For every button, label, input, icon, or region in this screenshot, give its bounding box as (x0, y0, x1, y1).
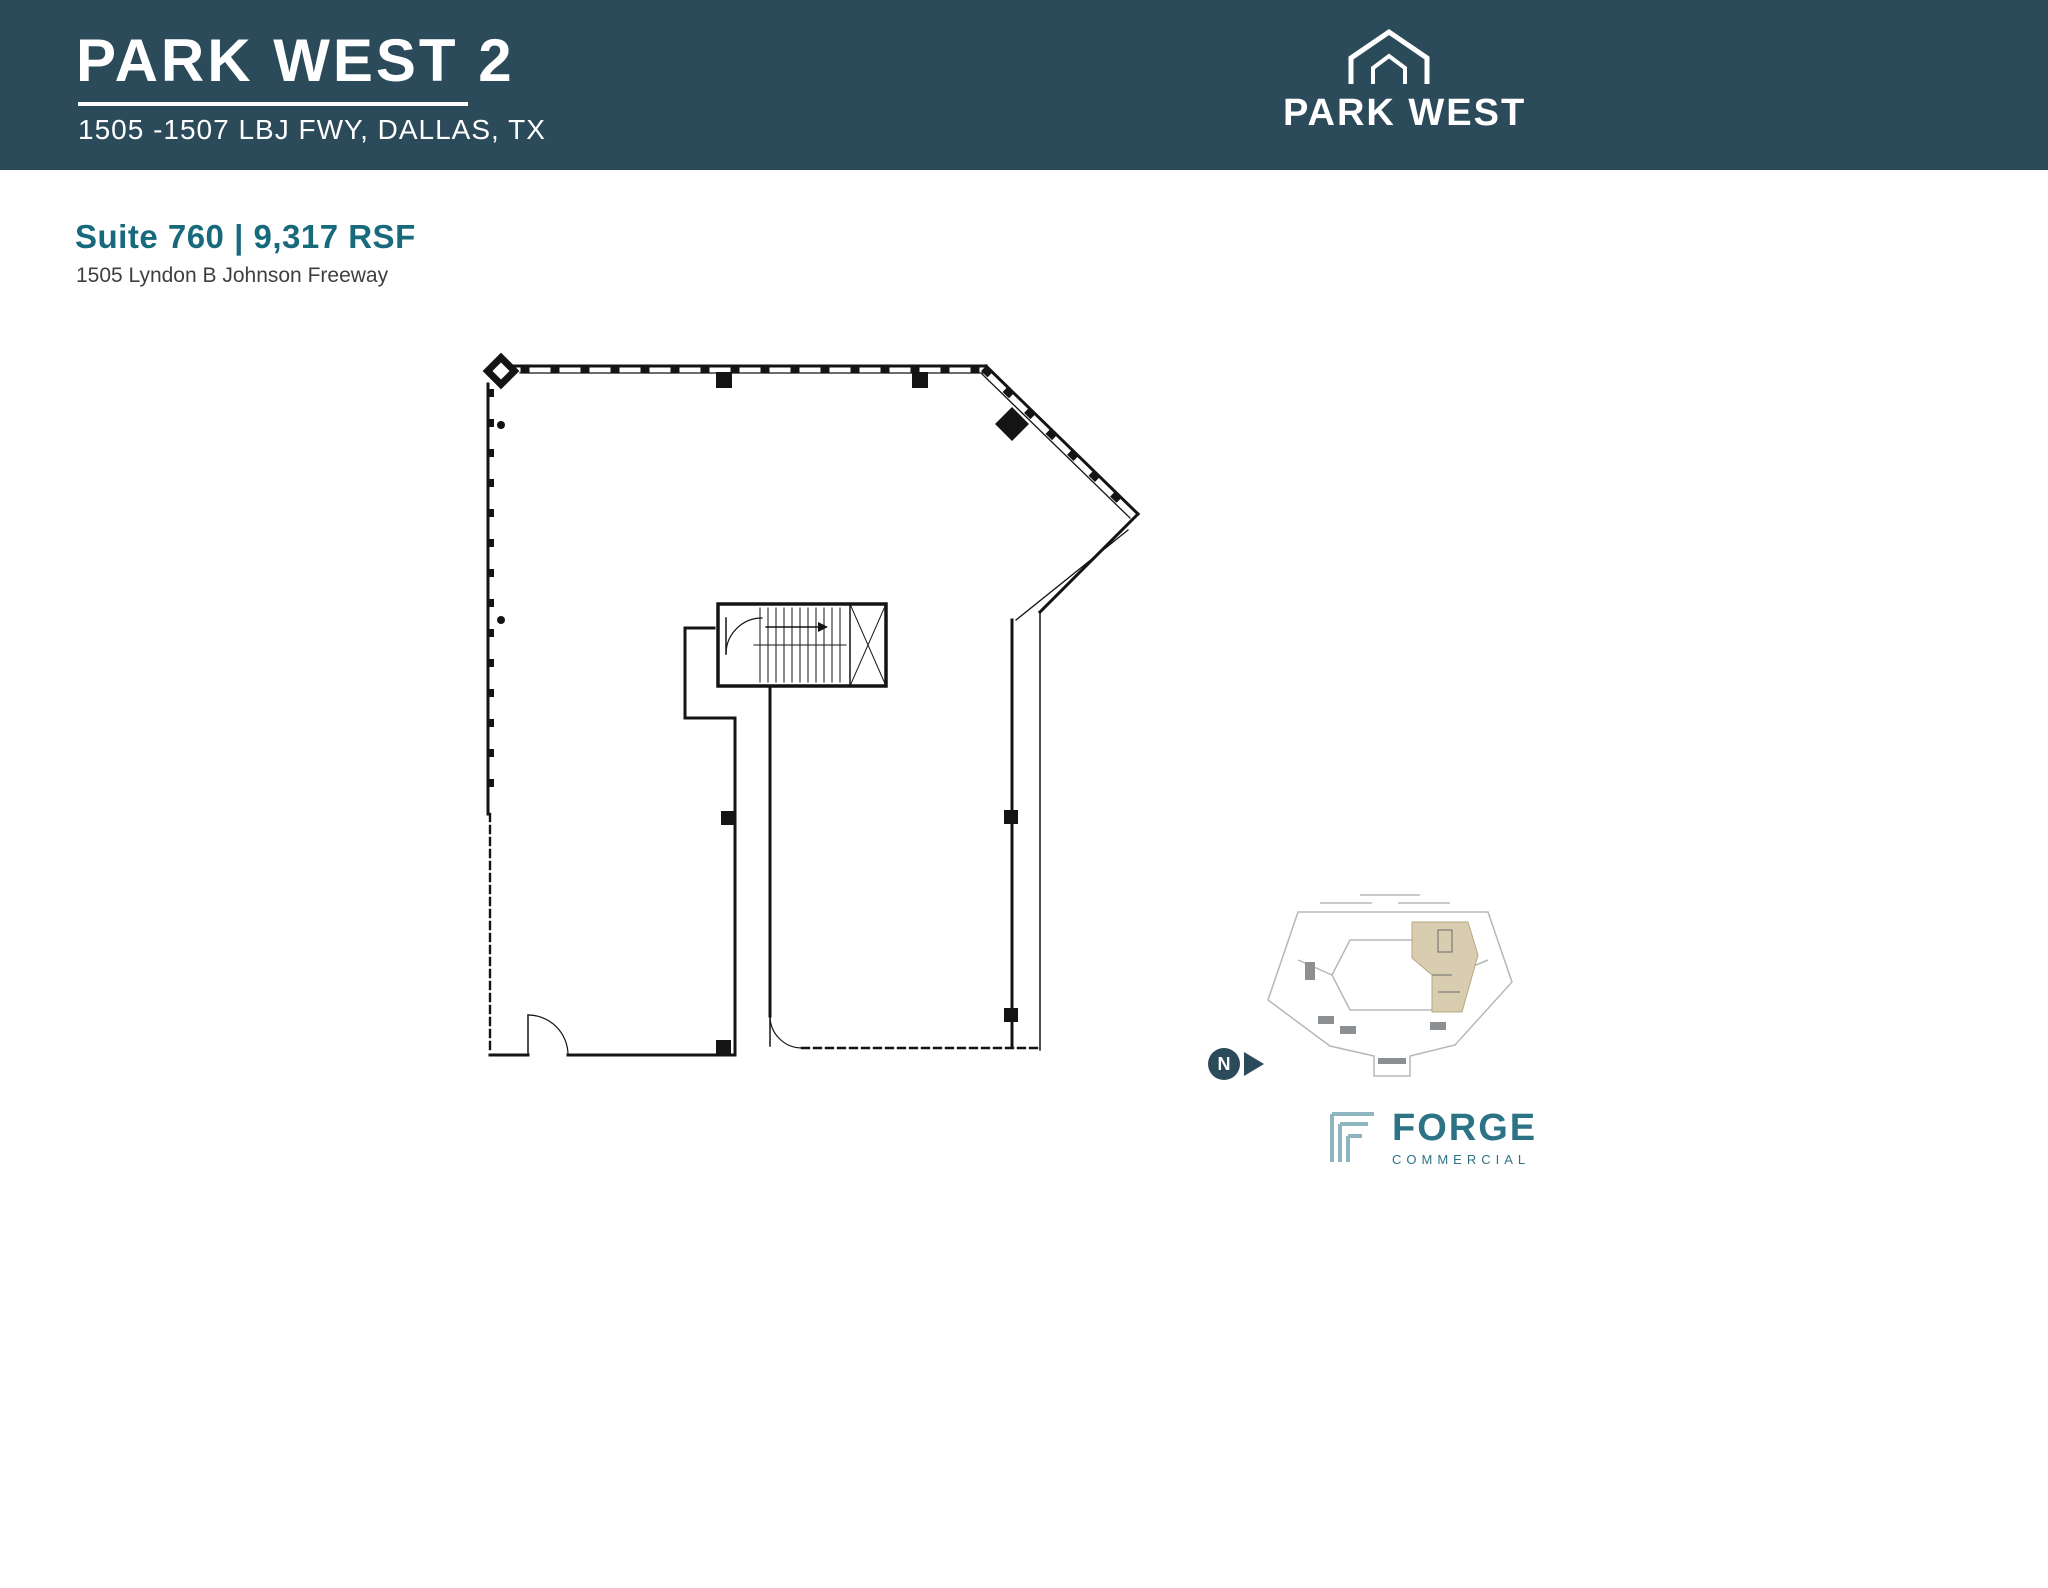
north-indicator: N (1208, 1048, 1240, 1080)
keyplan-suite-highlight (1411, 921, 1479, 1013)
title-underline (78, 102, 468, 106)
page-title: PARK WEST 2 (76, 27, 515, 94)
header-banner: PARK WEST 2 1505 -1507 LBJ FWY, DALLAS, … (0, 0, 2048, 170)
forge-f-icon (1330, 1112, 1374, 1162)
north-label: N (1217, 1053, 1231, 1074)
header-address: 1505 -1507 LBJ FWY, DALLAS, TX (78, 114, 546, 145)
park-west-logo: PARK WEST (1283, 28, 1527, 135)
suite-title: Suite 760 | 9,317 RSF (75, 218, 416, 255)
floor-plan (482, 352, 1141, 1057)
keyplan (1267, 894, 1513, 1077)
house-roof-icon (1348, 28, 1430, 84)
north-arrow-icon (1244, 1052, 1264, 1076)
brand-wordmark: PARK WEST (1283, 92, 1527, 134)
corner-diamond-marker (482, 352, 1029, 441)
forge-logo: FORGE COMMERCIAL (1328, 1108, 1537, 1167)
forge-wordmark: FORGE (1392, 1107, 1538, 1149)
suite-subtitle: 1505 Lyndon B Johnson Freeway (76, 264, 389, 287)
forge-tagline: COMMERCIAL (1392, 1152, 1531, 1167)
